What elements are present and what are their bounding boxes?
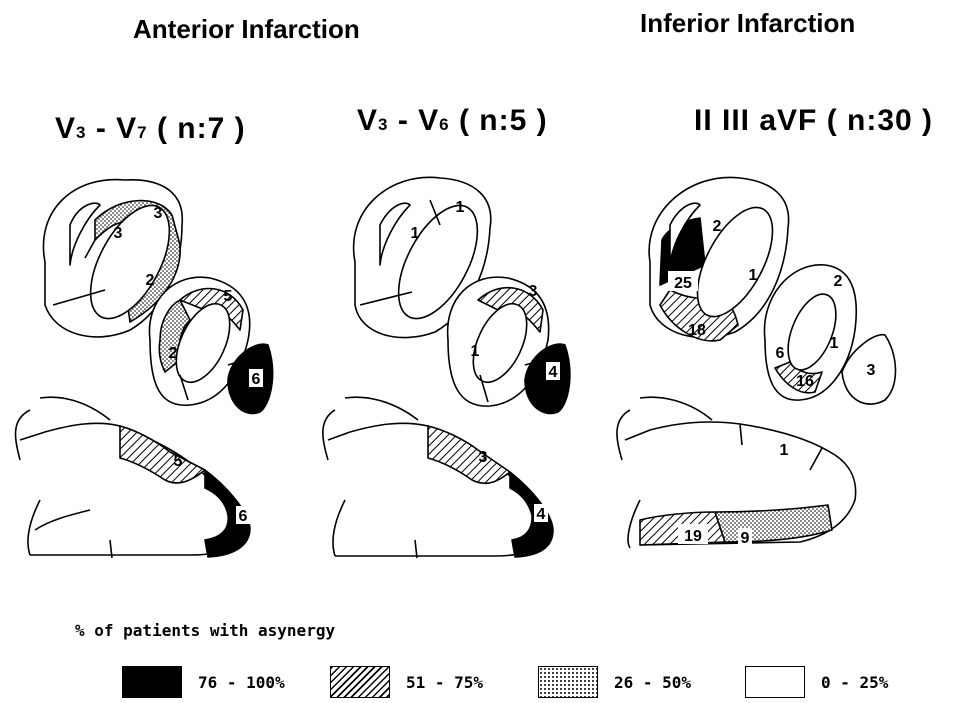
p1-seg-anterior: 3 <box>114 225 123 242</box>
p3-seg-right: 1 <box>749 267 758 284</box>
legend-label: 76 - 100% <box>198 673 285 692</box>
legend-item-26-50: 26 - 50% <box>538 666 691 698</box>
panel-2-long-axis <box>323 397 553 558</box>
p2-long-anterior: 3 <box>479 449 488 466</box>
swatch-solid-black <box>122 666 182 698</box>
p1-seg-mid-top: 5 <box>224 288 233 305</box>
swatch-diagonal-hatch <box>330 666 390 698</box>
swatch-dotted-stipple <box>538 666 598 698</box>
p2-long-apex: 4 <box>537 506 546 523</box>
p1-seg-lateral: 3 <box>154 205 163 222</box>
p3-seg-apex: 3 <box>867 362 876 379</box>
p1-seg-apex: 6 <box>252 371 261 388</box>
p1-seg-mid-left: 2 <box>169 345 178 362</box>
legend-item-76-100: 76 - 100% <box>122 666 285 698</box>
p2-seg-mid-left: 1 <box>471 343 480 360</box>
swatch-blank-white <box>745 666 805 698</box>
p1-seg-posterior: 2 <box>146 272 155 289</box>
p2-seg-lateral: 1 <box>456 199 465 216</box>
p3-seg-mid-left: 6 <box>776 345 785 362</box>
legend-label: 26 - 50% <box>614 673 691 692</box>
p1-long-apex: 6 <box>239 508 248 525</box>
p3-seg-left: 25 <box>674 275 692 292</box>
legend-item-0-25: 0 - 25% <box>745 666 888 698</box>
p3-long-inferior-1: 19 <box>684 528 702 545</box>
legend-label: 0 - 25% <box>821 673 888 692</box>
p3-seg-mid-right: 1 <box>830 335 839 352</box>
p1-long-anterior: 5 <box>174 453 183 470</box>
p3-seg-mid-top: 2 <box>834 273 843 290</box>
legend-item-51-75: 51 - 75% <box>330 666 483 698</box>
p2-seg-mid-top: 3 <box>529 283 538 300</box>
p2-seg-anterior: 1 <box>411 225 420 242</box>
p3-seg-mid-bottom: 16 <box>796 373 814 390</box>
legend-title: % of patients with asynergy <box>75 621 335 640</box>
legend-label: 51 - 75% <box>406 673 483 692</box>
p3-long-top: 1 <box>780 442 789 459</box>
p3-long-inferior-2: 9 <box>741 530 750 547</box>
p2-seg-apex: 4 <box>549 364 558 381</box>
panel-1-long-axis <box>16 397 250 558</box>
p3-seg-top: 2 <box>713 218 722 235</box>
p3-seg-bottom: 18 <box>688 322 706 339</box>
panel-3-long-axis <box>617 397 856 548</box>
